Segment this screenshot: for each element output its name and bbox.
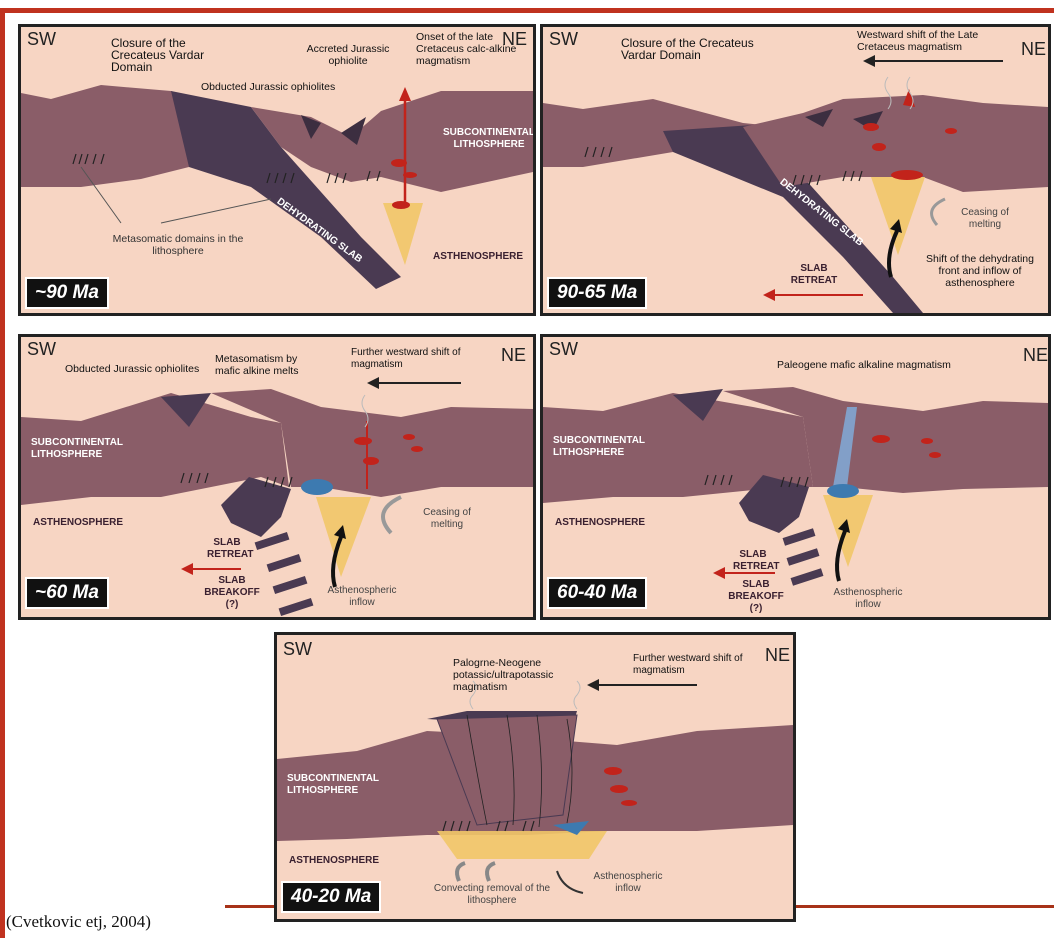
accreted-ophiolite-label: Accreted Jurassic ophiolite — [303, 43, 393, 67]
obducted-ophiolites-label: Obducted Jurassic ophiolites — [65, 363, 225, 375]
panel-90-65-ma: SW NE Closure of the Crecateus Vardar Do… — [540, 24, 1051, 316]
onset-magmatism-label: Onset of the late Cretaceus calc-alkine … — [416, 31, 536, 67]
closure-label: Closure of the Crecateus Vardar Domain — [621, 37, 761, 61]
subcontinental-lithosphere-label: SUBCONTINENTAL LITHOSPHERE — [441, 127, 536, 151]
sw-direction-label: SW — [27, 29, 56, 50]
sw-direction-label: SW — [283, 639, 312, 660]
slab-breakoff-label: SLAB BREAKOFF (?) — [721, 579, 791, 615]
ne-direction-label: NE — [1021, 39, 1046, 60]
sw-direction-label: SW — [549, 339, 578, 360]
cross-section-60-ma — [21, 337, 533, 617]
asthenospheric-inflow-label: Asthenospheric inflow — [583, 871, 673, 895]
citation-text: (Cvetkovic etj, 2004) — [6, 912, 151, 932]
ne-direction-label: NE — [501, 345, 526, 366]
westward-shift-label: Westward shift of the Late Cretaceus mag… — [857, 29, 1017, 53]
asthenosphere-label: ASTHENOSPHERE — [33, 517, 123, 529]
ne-direction-label: NE — [765, 645, 790, 666]
ceasing-melting-label: Ceasing of melting — [955, 207, 1015, 231]
panel-60-ma: SW NE Obducted Jurassic ophiolites Metas… — [18, 334, 536, 620]
closure-label: Closure of the Crecateus Vardar Domain — [111, 37, 231, 73]
dehydrating-front-label: Shift of the dehydrating front and inflo… — [915, 253, 1045, 289]
metasomatism-label: Metasomatism by mafic alkine melts — [215, 353, 325, 377]
slab-breakoff-label: SLAB BREAKOFF (?) — [197, 575, 267, 611]
asthenospheric-inflow-label: Asthenospheric inflow — [317, 585, 407, 609]
subcontinental-lithosphere-label: SUBCONTINENTAL LITHOSPHERE — [287, 773, 387, 797]
subcontinental-lithosphere-label: SUBCONTINENTAL LITHOSPHERE — [31, 437, 131, 461]
cross-section-60-40-ma — [543, 337, 1048, 617]
asthenosphere-label: ASTHENOSPHERE — [555, 517, 645, 529]
sw-direction-label: SW — [549, 29, 578, 50]
ceasing-melting-label: Ceasing of melting — [417, 507, 477, 531]
ne-direction-label: NE — [1023, 345, 1048, 366]
slab-retreat-label: SLAB RETREAT — [733, 549, 773, 573]
age-label: 60-40 Ma — [547, 577, 647, 609]
asthenosphere-label: ASTHENOSPHERE — [289, 855, 379, 867]
asthenospheric-inflow-label: Asthenospheric inflow — [823, 587, 913, 611]
frame-top-border — [0, 8, 1054, 13]
slab-retreat-label: SLAB RETREAT — [207, 537, 247, 561]
palogrne-neogene-magmatism-label: Palogrne-Neogene potassic/ultrapotassic … — [453, 657, 573, 693]
age-label: 90-65 Ma — [547, 277, 647, 309]
age-label: 40-20 Ma — [281, 881, 381, 913]
further-shift-label: Further westward shift of magmatism — [633, 653, 743, 677]
panel-60-40-ma: SW NE Paleogene mafic alkaline magmatism… — [540, 334, 1051, 620]
age-label: ~90 Ma — [25, 277, 109, 309]
subcontinental-lithosphere-label: SUBCONTINENTAL LITHOSPHERE — [553, 435, 653, 459]
paleogene-magmatism-label: Paleogene mafic alkaline magmatism — [777, 359, 1017, 371]
slab-retreat-label: SLAB RETREAT — [789, 263, 839, 287]
metasomatic-domains-label: Metasomatic domains in the lithosphere — [103, 233, 253, 257]
obducted-ophiolites-label: Obducted Jurassic ophiolites — [201, 81, 361, 93]
sw-direction-label: SW — [27, 339, 56, 360]
further-shift-label: Further westward shift of magmatism — [351, 347, 471, 371]
cross-section-90-ma — [21, 27, 533, 313]
panel-40-20-ma: SW NE Palogrne-Neogene potassic/ultrapot… — [274, 632, 796, 922]
frame-left-border — [0, 8, 5, 938]
asthenosphere-label: ASTHENOSPHERE — [433, 251, 523, 263]
age-label: ~60 Ma — [25, 577, 109, 609]
panel-90-ma: SW NE Closure of the Crecateus Vardar Do… — [18, 24, 536, 316]
convecting-removal-label: Convecting removal of the lithosphere — [417, 883, 567, 907]
